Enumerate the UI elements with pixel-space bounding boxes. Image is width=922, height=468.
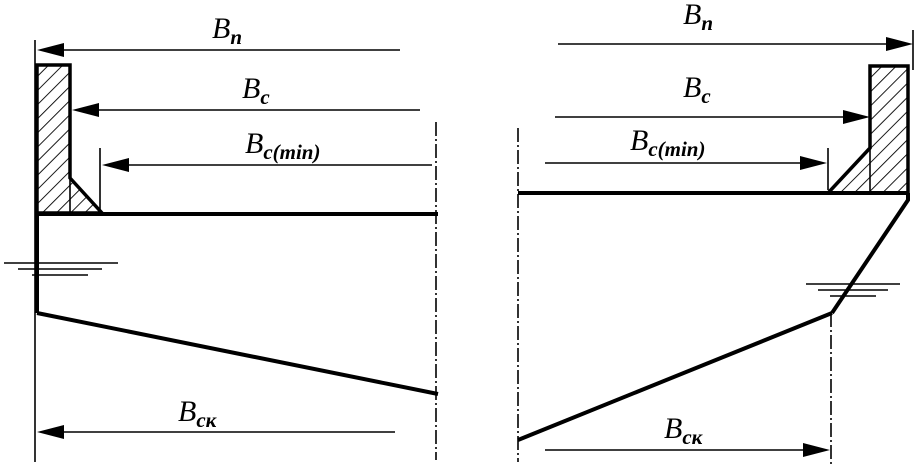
left-bsk-label: Bск — [178, 395, 218, 432]
right-water-level-symbol — [806, 283, 900, 297]
right-bcmin-label: Bс(min) — [630, 124, 705, 161]
left-bsk-arrowhead — [37, 425, 64, 439]
right-bp-label: Bп — [683, 0, 713, 35]
right-bsk-arrowhead — [803, 443, 830, 457]
left-bcmin-label: Bс(min) — [245, 127, 320, 164]
right-sloped-bottom — [517, 311, 833, 442]
left-bp-arrowhead — [37, 43, 64, 57]
right-bp-arrowhead — [886, 37, 913, 51]
right-cross-section: Bп Bс Bс(min) Bск — [517, 0, 914, 466]
left-bc-arrowhead — [72, 103, 99, 117]
right-sloped-face — [830, 193, 910, 315]
left-retaining-wall — [35, 63, 106, 215]
left-cross-section: Bп Bс Bс(min) Bск — [4, 12, 439, 462]
right-bsk-label: Bск — [664, 412, 704, 449]
left-water-level-symbol — [4, 262, 118, 276]
left-bcmin-arrowhead — [102, 158, 129, 172]
right-bc-arrowhead — [843, 110, 870, 124]
right-bc-label: Bс — [683, 71, 711, 108]
left-bp-label: Bп — [212, 12, 242, 49]
left-sloped-bottom — [36, 311, 439, 396]
right-retaining-wall — [823, 64, 910, 195]
right-bcmin-arrowhead — [800, 156, 827, 170]
left-bc-label: Bс — [242, 72, 270, 109]
